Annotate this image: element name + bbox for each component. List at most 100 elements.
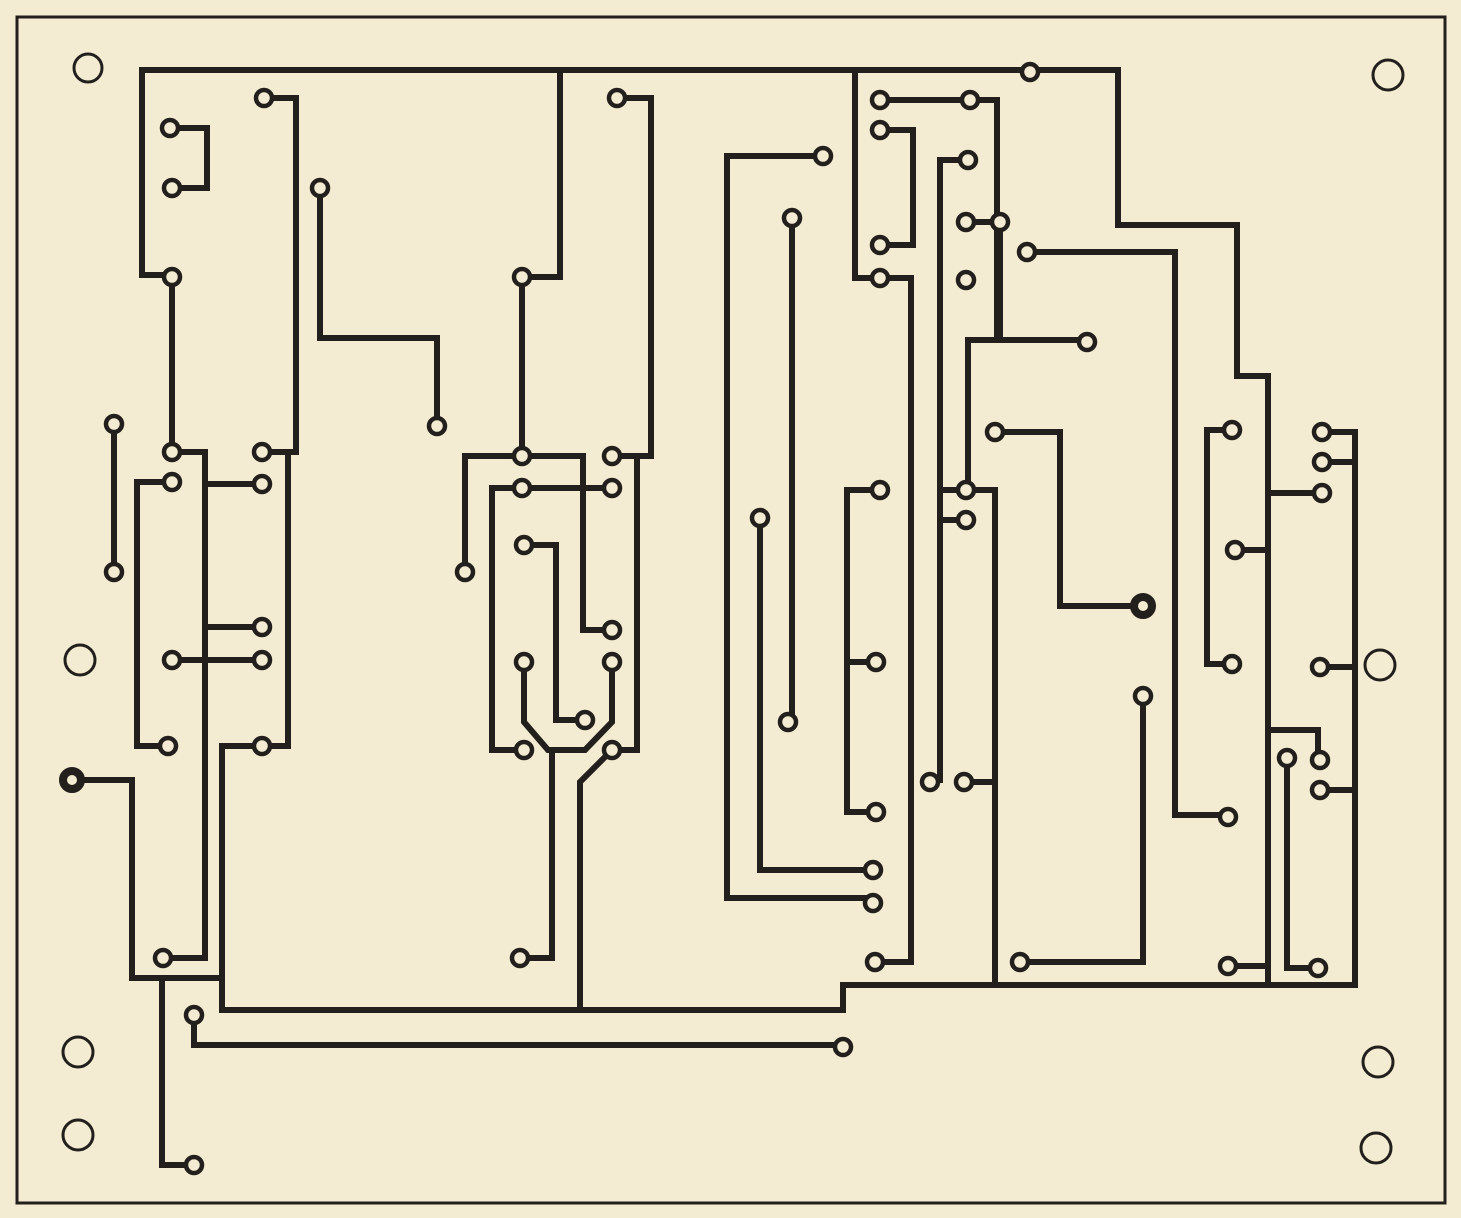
solder-pad — [251, 616, 273, 638]
trace — [219, 449, 998, 1013]
solder-pad — [59, 767, 85, 793]
trace — [877, 127, 916, 248]
solder-pad — [601, 477, 623, 499]
trace — [757, 515, 876, 873]
solder-pad — [601, 619, 623, 641]
trace — [167, 125, 210, 191]
solder-pad — [1276, 747, 1298, 769]
solder-pad — [869, 234, 891, 256]
solder-pad — [1130, 593, 1156, 619]
trace — [852, 67, 1271, 988]
mounting-hole — [61, 1035, 95, 1069]
solder-pad — [601, 651, 623, 673]
trace — [134, 479, 175, 749]
solder-pad — [601, 739, 623, 761]
solder-pad — [253, 87, 275, 109]
solder-pad — [955, 479, 977, 501]
solder-pad — [161, 649, 183, 671]
solder-pad — [1132, 685, 1154, 707]
solder-pad — [426, 415, 448, 437]
solder-pad — [1311, 482, 1333, 504]
solder-pad — [989, 211, 1011, 233]
trace — [139, 67, 563, 278]
mounting-hole — [1363, 648, 1397, 682]
solder-pad — [157, 735, 179, 757]
solder-pad — [955, 509, 977, 531]
trace — [609, 95, 654, 459]
solder-pad — [869, 479, 891, 501]
mounting-hole — [61, 1118, 95, 1152]
trace — [521, 542, 588, 723]
mounting-hole — [1371, 58, 1405, 92]
solder-pad — [749, 507, 771, 529]
solder-pad — [309, 177, 331, 199]
trace — [1017, 693, 1146, 965]
solder-pad — [1309, 656, 1331, 678]
solder-pad — [1009, 951, 1031, 973]
solder-pad — [955, 211, 977, 233]
trace — [521, 659, 615, 753]
trace — [159, 975, 197, 1168]
solder-pad — [812, 145, 834, 167]
solder-pad — [511, 445, 533, 467]
trace — [965, 487, 998, 988]
solder-pad — [183, 1154, 205, 1176]
solder-pad — [869, 267, 891, 289]
solder-pad — [865, 801, 887, 823]
trace — [877, 97, 1090, 343]
trace — [519, 453, 615, 633]
solder-pad — [1309, 779, 1331, 801]
mounting-holes — [61, 52, 1405, 1165]
trace — [844, 487, 883, 815]
solder-pad — [159, 117, 181, 139]
trace — [462, 274, 525, 575]
trace — [1284, 755, 1321, 971]
solder-pad — [454, 561, 476, 583]
solder-pad — [869, 119, 891, 141]
trace — [557, 67, 883, 281]
solder-pad — [1311, 421, 1333, 443]
trace — [160, 449, 208, 961]
solder-pad — [574, 709, 596, 731]
solder-pad — [832, 1036, 854, 1058]
solder-pad — [103, 413, 125, 435]
solder-pad — [1307, 957, 1329, 979]
solder-pad — [511, 477, 533, 499]
solder-pad — [1224, 539, 1246, 561]
solder-pad — [955, 269, 977, 291]
solder-pad — [251, 649, 273, 671]
solder-pad — [984, 421, 1006, 443]
trace — [69, 777, 219, 981]
trace — [724, 153, 876, 901]
trace — [317, 185, 440, 429]
trace — [489, 485, 615, 753]
mounting-hole — [63, 643, 97, 677]
solder-pad — [1217, 806, 1239, 828]
trace — [1024, 249, 1231, 818]
solder-pad — [152, 947, 174, 969]
mounting-hole — [1359, 1131, 1393, 1165]
solder-pad — [862, 892, 884, 914]
solder-pad — [1309, 749, 1331, 771]
solder-pad — [509, 947, 531, 969]
board-outline — [15, 15, 1447, 1205]
solder-pad — [251, 441, 273, 463]
solder-pad — [161, 441, 183, 463]
solder-pad — [513, 739, 535, 761]
trace — [1204, 427, 1235, 667]
solder-pad — [161, 471, 183, 493]
solder-pad — [919, 771, 941, 793]
solder-pad — [781, 207, 803, 229]
solder-pad — [606, 87, 628, 109]
solder-pad — [959, 89, 981, 111]
solder-pad — [513, 651, 535, 673]
solder-pad — [1217, 955, 1239, 977]
solder-pad — [601, 445, 623, 467]
trace — [519, 67, 563, 280]
solder-pad — [251, 473, 273, 495]
solder-pad — [183, 1004, 205, 1026]
solder-pad — [777, 711, 799, 733]
solder-pads — [59, 61, 1333, 1176]
solder-pad — [1221, 419, 1243, 441]
solder-pad — [865, 651, 887, 673]
